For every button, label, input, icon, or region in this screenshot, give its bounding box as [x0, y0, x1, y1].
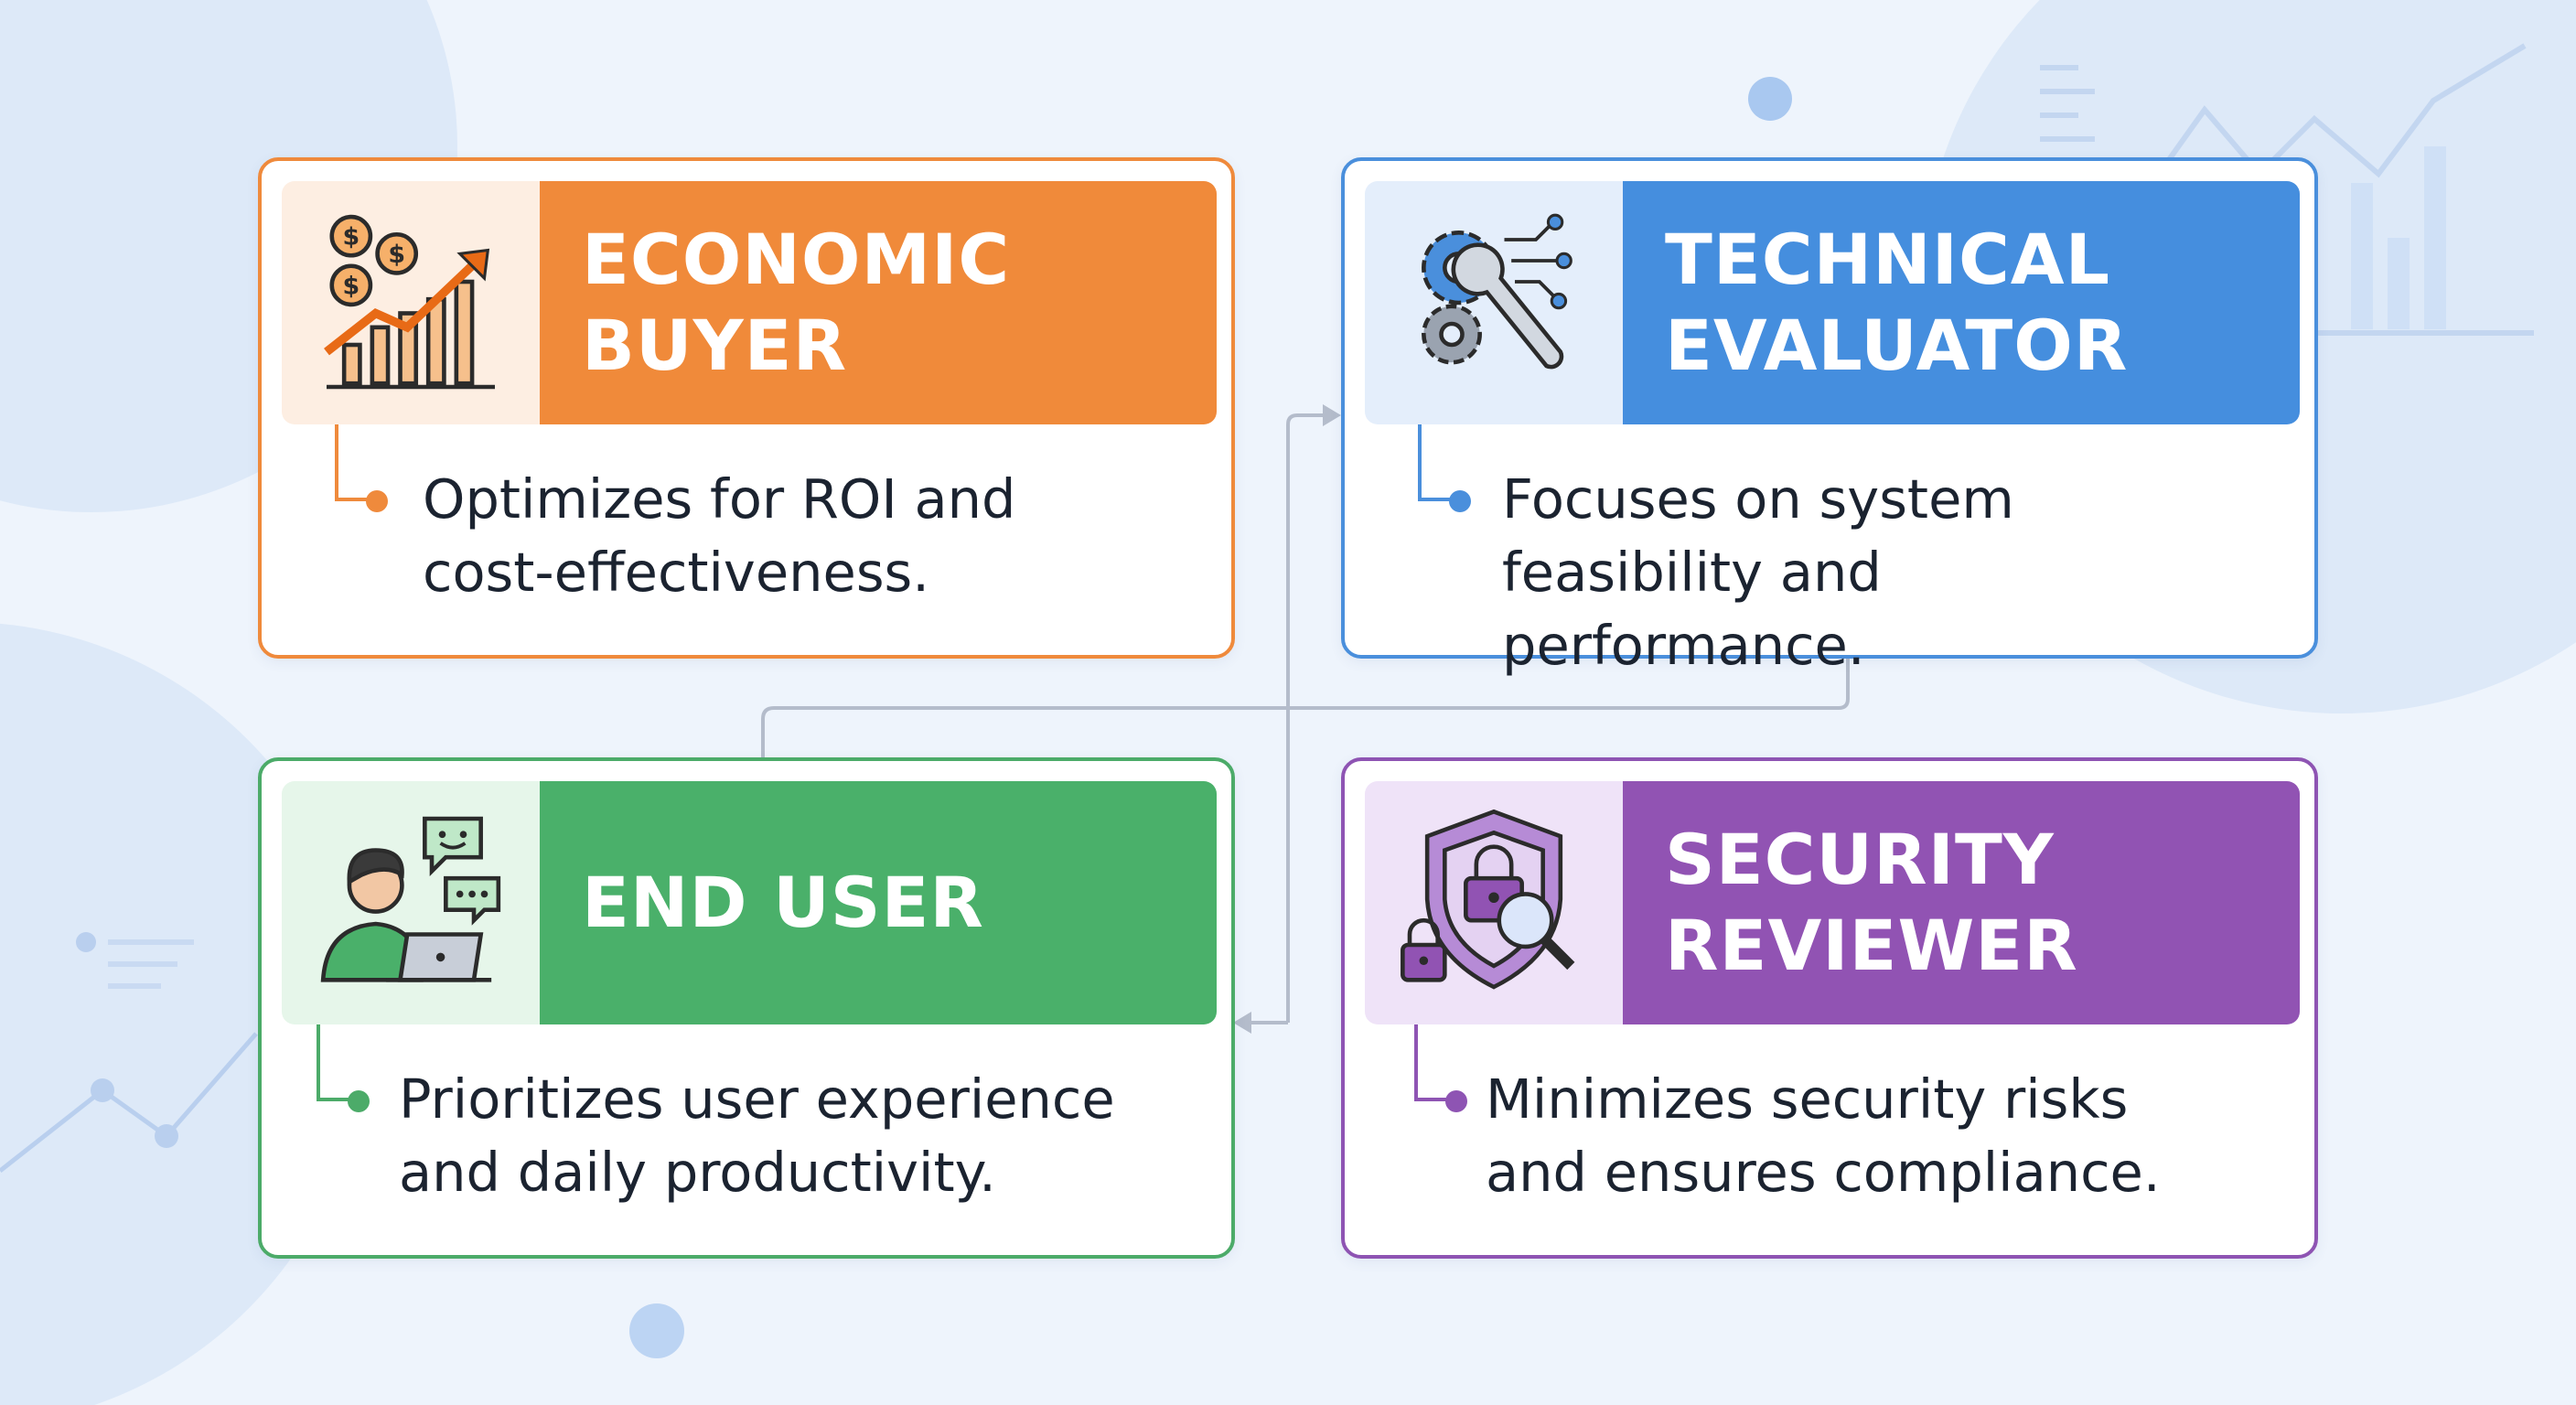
card-end-user: END USER Prioritizes user experience and… — [258, 757, 1235, 1259]
card-header: TECHNICAL EVALUATOR — [1365, 181, 2300, 424]
connector-evaluator-to-end-user — [761, 657, 1850, 757]
shield-lock-magnifier-icon — [1365, 781, 1623, 1024]
card-title: TECHNICAL EVALUATOR — [1665, 219, 2129, 386]
svg-text:$: $ — [342, 223, 360, 252]
connector-arrowhead-right — [1323, 404, 1341, 426]
title-box: ECONOMIC BUYER — [540, 181, 1217, 424]
card-title: SECURITY REVIEWER — [1665, 819, 2078, 986]
title-box: END USER — [540, 781, 1217, 1024]
branch-dot — [1445, 1090, 1467, 1112]
card-title: ECONOMIC BUYER — [582, 219, 1011, 386]
bg-line-decoration — [0, 932, 258, 1173]
connector-end-user-to-evaluator — [1286, 413, 1326, 1023]
card-description: Focuses on system feasibility and perfor… — [1502, 467, 2014, 677]
svg-text:$: $ — [342, 272, 360, 300]
person-laptop-chat-icon — [282, 781, 540, 1024]
card-description: Optimizes for ROI and cost-effectiveness… — [423, 467, 1016, 604]
card-title: END USER — [582, 862, 984, 943]
bg-bars-decoration — [2351, 146, 2446, 329]
branch-line — [1418, 424, 1454, 501]
branch-line — [1414, 1024, 1451, 1101]
branch-dot — [348, 1090, 370, 1112]
branch-dot — [366, 490, 388, 512]
card-technical-evaluator: TECHNICAL EVALUATOR Focuses on system fe… — [1341, 157, 2318, 677]
branch-line — [317, 1024, 353, 1101]
card-header: END USER — [282, 781, 1217, 1024]
svg-text:$: $ — [388, 241, 405, 269]
bg-dot — [1748, 77, 1792, 121]
gears-wrench-icon — [1365, 181, 1623, 424]
card-header: SECURITY REVIEWER — [1365, 781, 2300, 1024]
branch-line — [335, 424, 371, 501]
card-description: Prioritizes user experience and daily pr… — [399, 1067, 1115, 1204]
card-header: $ $ $ ECONOMIC BUYER — [282, 181, 1217, 424]
branch-dot — [1449, 490, 1471, 512]
money-growth-chart-icon: $ $ $ — [282, 181, 540, 424]
card-description: Minimizes security risks and ensures com… — [1486, 1067, 2161, 1204]
title-box: SECURITY REVIEWER — [1623, 781, 2300, 1024]
card-economic-buyer: $ $ $ ECONOMIC BUYER Optimizes f — [258, 157, 1235, 659]
title-box: TECHNICAL EVALUATOR — [1623, 181, 2300, 424]
connector-arrowhead-left — [1233, 1012, 1251, 1034]
bg-dot — [629, 1303, 684, 1358]
card-security-reviewer: SECURITY REVIEWER Minimizes security ris… — [1341, 757, 2318, 1259]
